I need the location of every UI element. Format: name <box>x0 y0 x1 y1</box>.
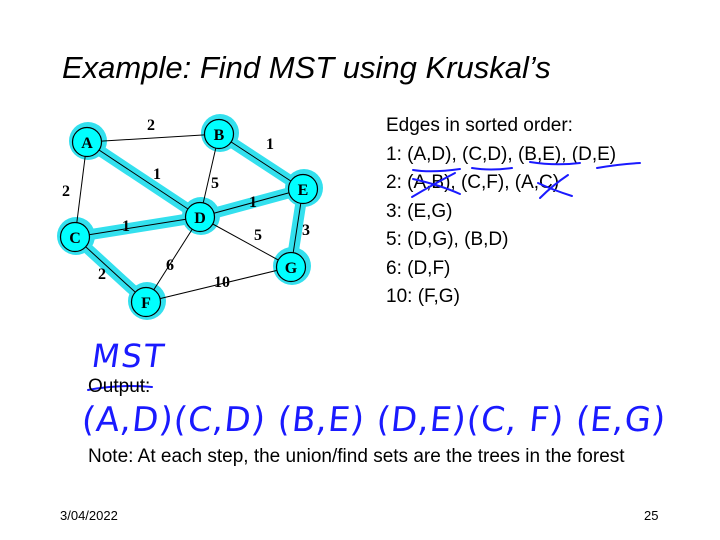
edge-row: 6: (D,F) <box>386 257 451 279</box>
underline-ad <box>412 168 461 173</box>
edge-row: 5: (D,G), (B,D) <box>386 229 509 250</box>
edge-FG <box>145 266 292 303</box>
edge-weight-DG: 5 <box>254 227 262 244</box>
edge-weight-CF: 2 <box>98 266 106 283</box>
edge-DG <box>199 216 292 268</box>
handwritten-result: (A,D)(C,D) (B,E) (D,E)(C, F) (E,G) <box>79 400 669 440</box>
edge-row: 1: (A,D), (C,D), (B,E), (D,E) <box>386 143 617 165</box>
node-D <box>184 201 216 233</box>
node-E <box>287 173 319 205</box>
node-A <box>71 126 103 158</box>
edge-weight-AD: 1 <box>153 166 161 183</box>
edge-AD <box>86 141 201 218</box>
output-label: Output: <box>88 376 151 397</box>
edge-BE <box>218 133 304 190</box>
edge-AB <box>86 133 220 143</box>
edge-weight-CD: 1 <box>122 218 130 235</box>
edges-heading: Edges in sorted order: <box>386 115 573 136</box>
node-label-F: F <box>141 295 151 312</box>
underline-de <box>596 162 641 169</box>
node-label-E: E <box>298 182 309 199</box>
node-B <box>203 118 235 150</box>
edge-weight-EG: 3 <box>302 222 310 239</box>
slide-date: 3/04/2022 <box>60 508 118 523</box>
strike-output <box>87 385 153 391</box>
edge-weight-BD: 5 <box>211 175 219 192</box>
cross-ac <box>537 174 573 199</box>
edge-CD <box>74 216 201 238</box>
sorted-edges-list: Edges in sorted order: 1: (A,D), (C,D), … <box>386 112 616 312</box>
edge-CF <box>74 236 147 303</box>
edge-DF <box>145 216 201 303</box>
underline-be <box>529 161 581 166</box>
edge-weight-AC: 2 <box>62 183 70 200</box>
edge-AC <box>74 141 88 238</box>
page-number: 25 <box>644 508 659 523</box>
edge-weight-DF: 6 <box>166 257 174 274</box>
edge-weight-FG: 10 <box>214 274 230 291</box>
cross-ab <box>411 172 461 198</box>
node-label-A: A <box>81 135 93 152</box>
edge-row: 3: (E,G) <box>386 200 453 222</box>
handwritten-mst: MST <box>89 337 169 375</box>
slide-title: Example: Find MST using Kruskal’s <box>62 50 551 85</box>
edge-DE <box>199 188 304 218</box>
edge-weight-DE: 1 <box>249 194 257 211</box>
node-label-D: D <box>194 210 206 227</box>
node-label-C: C <box>69 230 81 247</box>
node-F <box>130 286 162 318</box>
node-label-G: G <box>285 260 298 277</box>
edge-weight-AB: 2 <box>147 117 155 134</box>
note-text: Note: At each step, the union/find sets … <box>88 446 625 467</box>
edge-row: 10: (F,G) <box>386 286 460 307</box>
node-label-B: B <box>214 127 225 144</box>
node-G <box>275 251 307 283</box>
node-C <box>59 221 91 253</box>
edge-weight-BE: 1 <box>266 136 274 153</box>
underline-cd <box>471 167 513 171</box>
